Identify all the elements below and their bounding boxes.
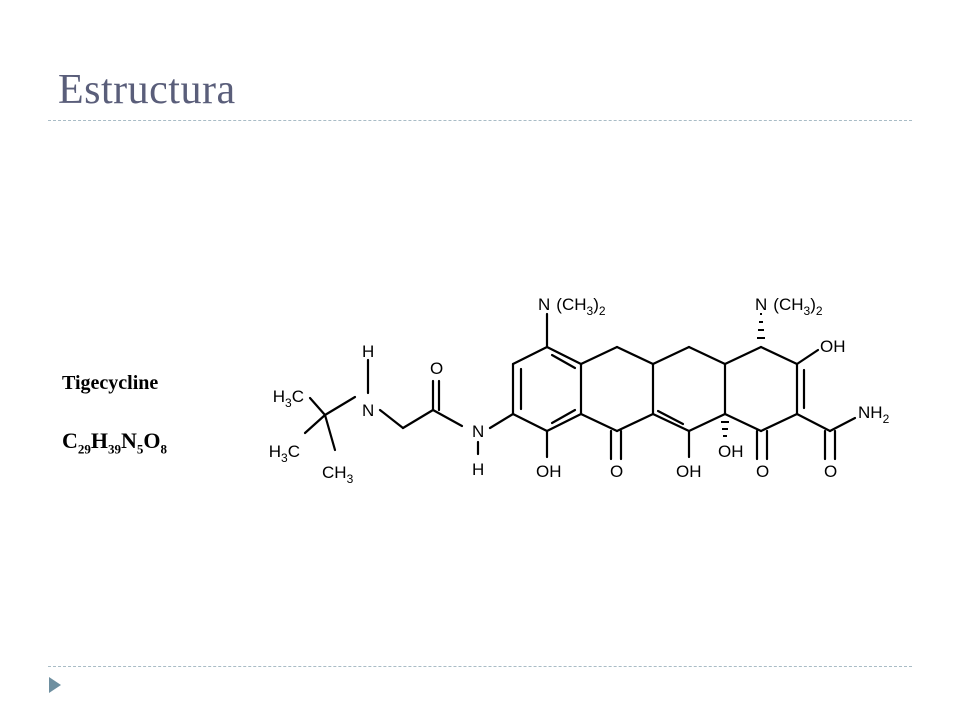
footer-divider	[48, 666, 912, 667]
hydroxyl-label-3: OH	[718, 442, 744, 461]
molecular-formula: C29H39N5O8	[62, 428, 168, 457]
amine-hydrogen: H	[362, 342, 374, 361]
slide-title: Estructura	[58, 67, 236, 113]
amide-hydrogen: H	[472, 460, 484, 479]
drug-name: Tigecycline	[62, 372, 159, 394]
stereo-wedges	[721, 313, 765, 437]
ketone-oxygen-2: O	[756, 462, 769, 481]
hydroxyl-label-1: OH	[536, 462, 562, 481]
dimethylamino-label-1: N(CH3)2	[538, 295, 606, 318]
hydroxyl-label-4: OH	[820, 337, 846, 356]
triangle-bullet-icon	[49, 677, 61, 693]
amine-nitrogen: N	[362, 401, 374, 420]
dimethylamino-label-2: N(CH3)2	[755, 295, 823, 318]
methyl-label-3: CH3	[322, 463, 354, 486]
amide-nh2-label: NH2	[858, 403, 890, 426]
methyl-label-1: H3C	[273, 387, 304, 410]
carboxamide-oxygen: O	[824, 462, 837, 481]
tigecycline-structure-diagram: H3C H3C CH3 H N O N H N(CH3)2 N(CH3)2 OH…	[269, 295, 890, 486]
hydroxyl-label-2: OH	[676, 462, 702, 481]
title-divider	[48, 120, 912, 121]
structure-bonds	[303, 312, 857, 461]
amide-nitrogen: N	[472, 422, 484, 441]
atom-labels: H3C H3C CH3 H N O N H N(CH3)2 N(CH3)2 OH…	[269, 295, 890, 486]
ketone-oxygen-1: O	[610, 462, 623, 481]
amide-oxygen: O	[430, 359, 443, 378]
methyl-label-2: H3C	[269, 442, 300, 465]
